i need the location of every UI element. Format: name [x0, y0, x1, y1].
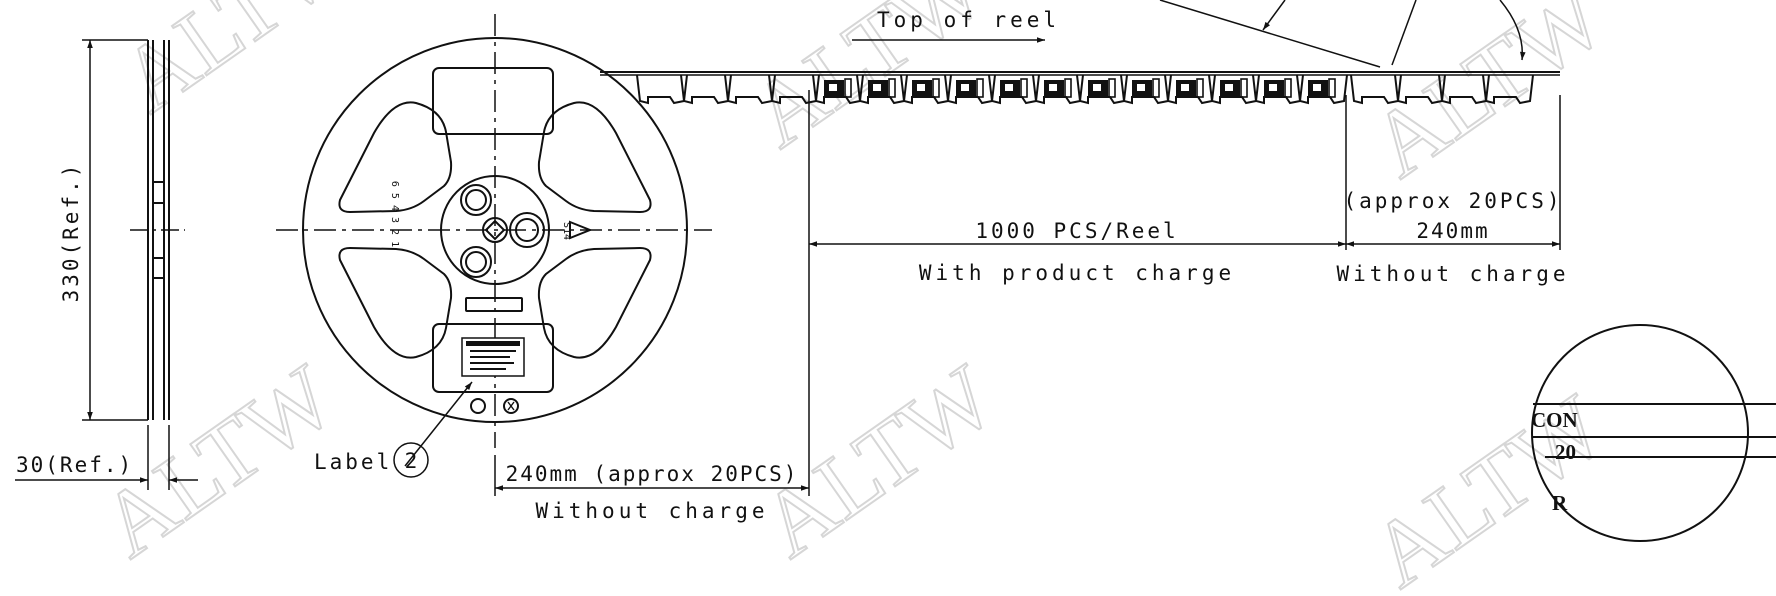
stamp-line-2: 20: [1555, 440, 1576, 464]
pocket-full: [1208, 74, 1260, 104]
tape-annotations: [852, 0, 1526, 68]
product-count-label: 1000 PCS/Reel: [975, 219, 1178, 243]
top-of-reel-label: Top of reel: [877, 8, 1060, 32]
carrier-tape: [600, 71, 1560, 104]
stamp-line-1: CON: [1531, 408, 1578, 432]
pocket-full: [944, 74, 996, 104]
pocket-empty: [636, 74, 688, 104]
pocket-full: [1076, 74, 1128, 104]
spoke-cutout-lower-right: [537, 246, 652, 359]
reel-slot: [465, 297, 523, 312]
leader-length-label: 240mm (approx 20PCS): [506, 462, 799, 486]
trailer-count-label: (approx 20PCS): [1343, 189, 1562, 213]
trailer-length-label: 240mm: [1416, 219, 1489, 243]
spoke-cutout-upper-left: [338, 101, 453, 214]
reel-label-area: [432, 323, 554, 393]
spoke-cutout-lower-left: [338, 246, 453, 359]
label-callout-number: 2: [405, 449, 418, 473]
approval-stamp: CON 20 R: [1531, 324, 1776, 542]
trailer-charge-label: Without charge: [1336, 262, 1569, 286]
leader-dimension: [495, 90, 810, 496]
watermark-layer: ALTW ALTW ALTW ALTW ALTW ALTW: [82, 0, 1623, 596]
pocket-full: [1032, 74, 1084, 104]
product-charge-label: With product charge: [919, 261, 1235, 285]
reel-front-view: [276, 14, 712, 496]
reel-width-dimension: 30(Ref.): [16, 453, 133, 477]
pocket-full: [1252, 74, 1304, 104]
watermark-5: ALTW: [1353, 0, 1622, 196]
watermark-4: ALTW: [743, 345, 1012, 576]
spoke-cutout-upper-right: [537, 101, 652, 214]
reel-side-view: [15, 39, 198, 490]
pocket-full: [1296, 74, 1348, 104]
spoke-scale-numbers: 6 5 4 3 2 1: [389, 181, 400, 247]
stamp-line-3: R: [1552, 491, 1568, 515]
pocket-full: [1120, 74, 1172, 104]
watermark-1: ALTW: [103, 0, 372, 131]
pocket-empty: [680, 74, 732, 104]
reel-top-window: [432, 67, 554, 135]
reel-label-sticker: [461, 337, 525, 377]
tape-dimensions: [809, 95, 1561, 250]
pocket-full: [1164, 74, 1216, 104]
label-callout-text: Label: [314, 450, 392, 474]
pocket-full: [988, 74, 1040, 104]
watermark-6: ALTW: [1353, 375, 1622, 596]
reel-height-dimension: 330(Ref.): [59, 162, 83, 303]
leader-charge-label: Without charge: [535, 499, 768, 523]
hub-marking: S14: [561, 222, 572, 240]
